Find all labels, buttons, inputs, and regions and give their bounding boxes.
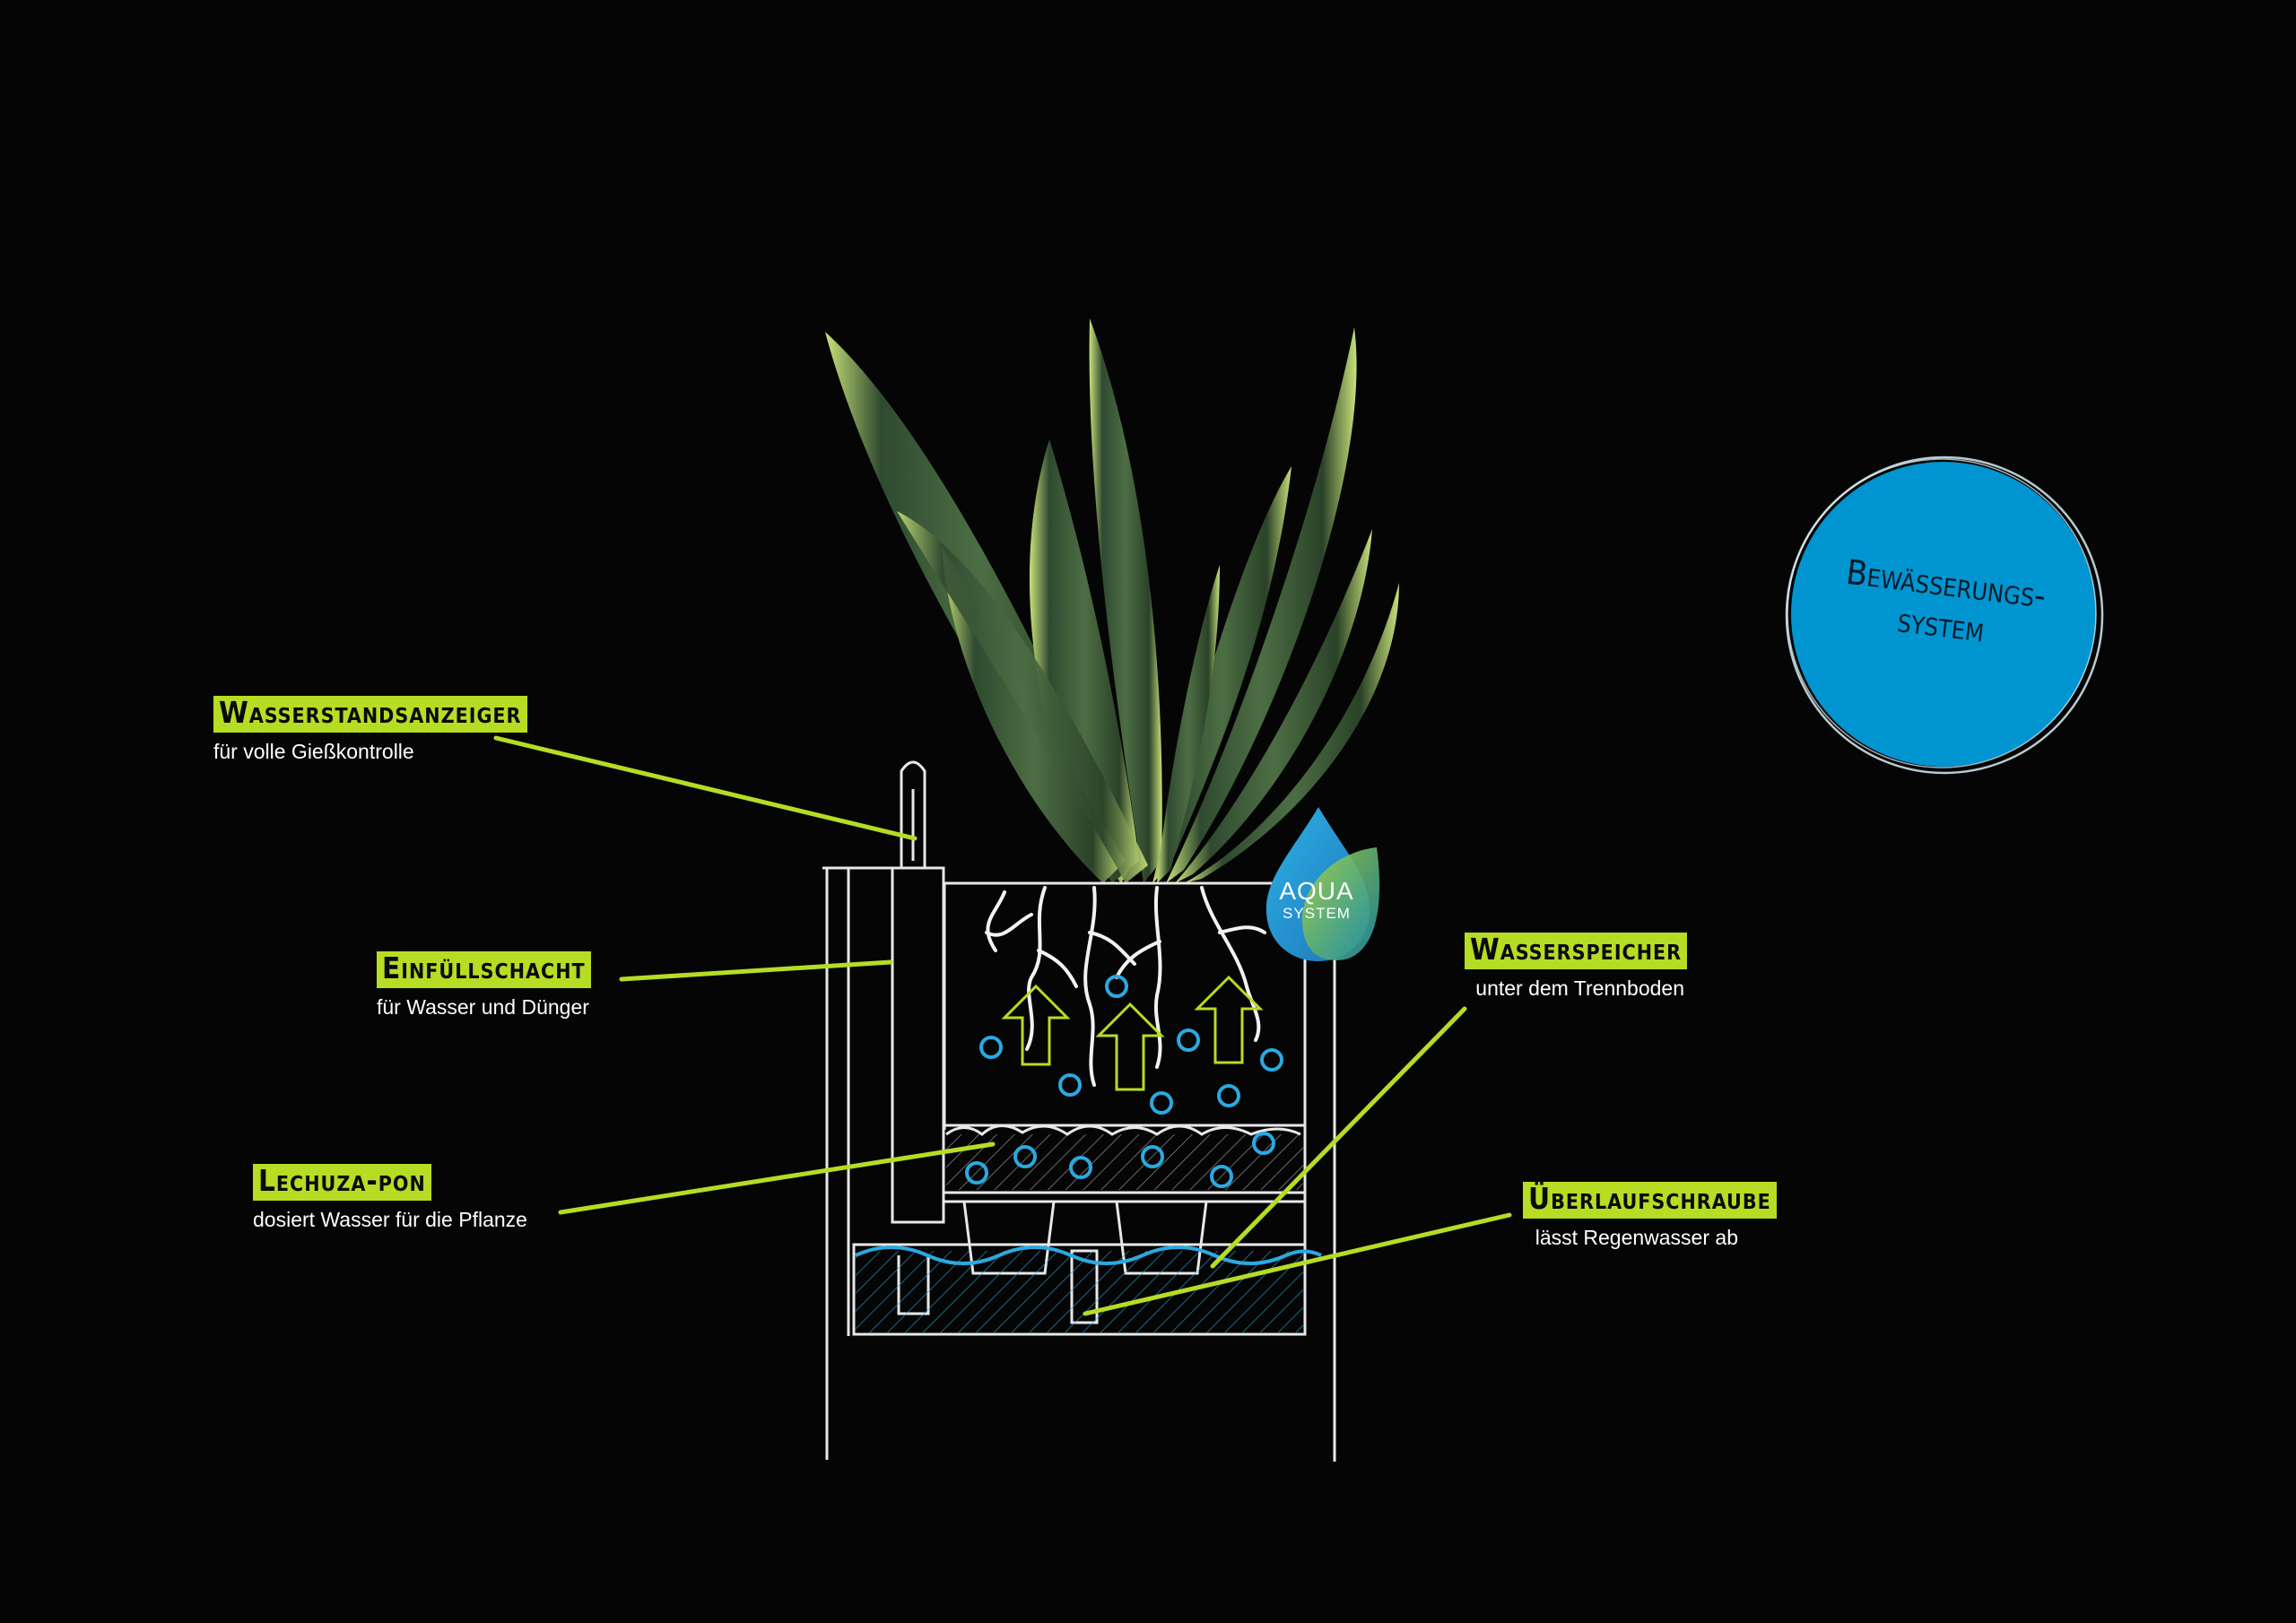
planter-outline — [822, 760, 1336, 1462]
callout-lechuza-pon: Lechuza-pon dosiert Wasser für die Pflan… — [253, 1164, 527, 1232]
callout-title: Wasserspeicher — [1465, 933, 1688, 969]
callout-wasserspeicher: Wasserspeicher unter dem Trennboden — [1465, 933, 1688, 1001]
callout-description: lässt Regenwasser ab — [1535, 1225, 1738, 1249]
callout-title: Überlaufschraube — [1523, 1182, 1777, 1219]
aqua-system-logo — [1265, 807, 1380, 961]
callout-einfuellschacht: Einfüllschacht für Wasser und Dünger — [377, 951, 591, 1020]
roots — [985, 886, 1266, 1087]
callout-description: für Wasser und Dünger — [377, 994, 589, 1019]
callout-title: Lechuza-pon — [253, 1164, 431, 1201]
water-bubbles — [965, 975, 1283, 1188]
badge-circle — [1785, 456, 2104, 775]
aqua-logo-line-2: SYSTEM — [1283, 905, 1351, 922]
callout-title: Wasserstandsanzeiger — [213, 696, 527, 733]
leader-lines — [493, 735, 1512, 1316]
aqua-logo-text: AQUA SYSTEM — [1263, 877, 1370, 922]
callout-title: Einfüllschacht — [377, 951, 591, 988]
plant-leaves — [825, 318, 1399, 883]
callout-ueberlaufschraube: Überlaufschraube lässt Regenwasser ab — [1523, 1182, 1777, 1250]
callout-description: dosiert Wasser für die Pflanze — [253, 1207, 527, 1231]
callout-wasserstandsanzeiger: Wasserstandsanzeiger für volle Gießkontr… — [213, 696, 527, 764]
callout-description: unter dem Trennboden — [1475, 976, 1684, 1000]
upward-arrows — [1001, 975, 1264, 1091]
aqua-logo-line-1: AQUA — [1279, 877, 1354, 905]
water-reservoir — [856, 1251, 1303, 1332]
callout-description: für volle Gießkontrolle — [213, 739, 414, 763]
pon-layer — [946, 1134, 1303, 1190]
